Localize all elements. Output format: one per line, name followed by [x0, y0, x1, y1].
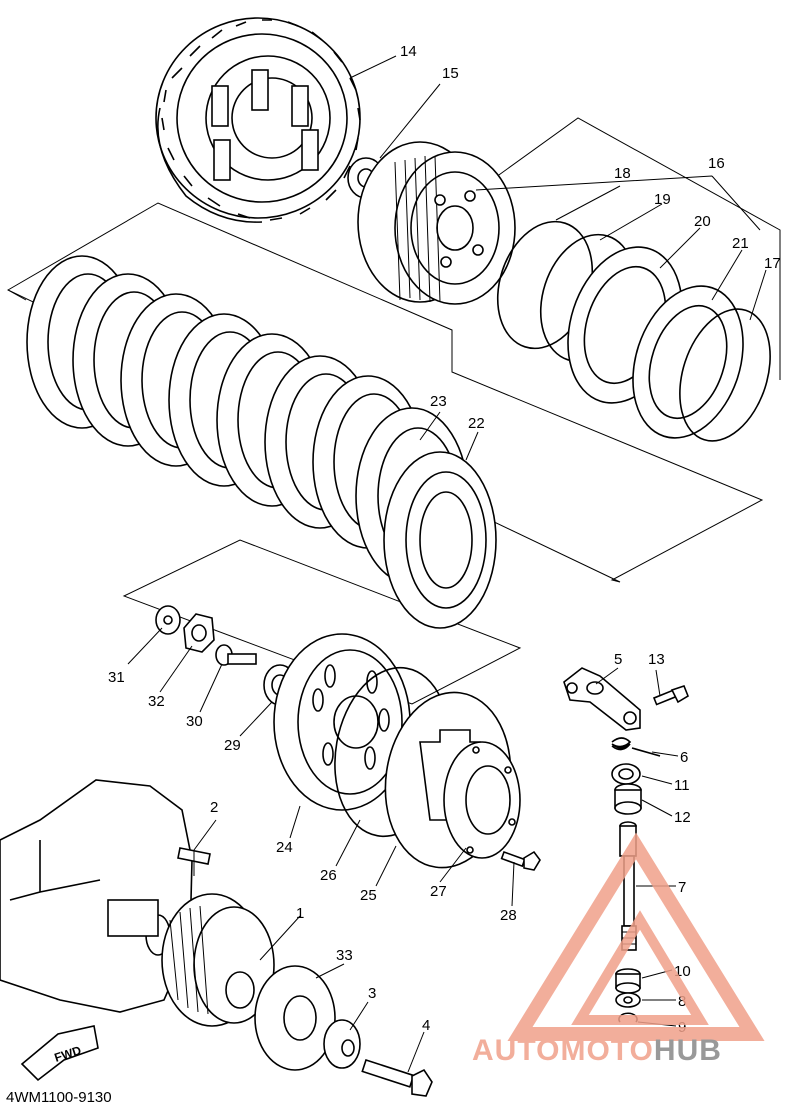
callout-18: 18 [614, 165, 631, 182]
callout-27: 27 [430, 883, 447, 900]
bearing-12 [614, 783, 642, 815]
callout-1: 1 [296, 905, 304, 922]
watermark-auto: AUTO [472, 1034, 560, 1067]
fwd-arrow-icon: FWD [20, 1025, 99, 1082]
callout-30: 30 [186, 713, 203, 730]
callout-17: 17 [764, 255, 781, 272]
spring-seat-27 [443, 741, 521, 859]
callout-15: 15 [442, 65, 459, 82]
plate-22 [383, 451, 497, 629]
callout-28: 28 [500, 907, 517, 924]
clutch-plate-21 [632, 285, 744, 439]
watermark: AUTOMOTOHUB [472, 832, 765, 1067]
watermark-hub: HUB [654, 1034, 722, 1067]
push-rod-30 [215, 644, 257, 666]
callout-8: 8 [678, 993, 686, 1010]
watermark-text: AUTOMOTOHUB [472, 1034, 722, 1067]
callout-6: 6 [680, 749, 688, 766]
callout-19: 19 [654, 191, 671, 208]
plate-pack-frame-left [7, 289, 27, 301]
washer-3 [323, 1019, 361, 1069]
collar-10 [615, 968, 641, 994]
crankcase [0, 779, 193, 1013]
primary-drive-gear-1 [161, 893, 275, 1027]
callout-3: 3 [368, 985, 376, 1002]
callout-2: 2 [210, 799, 218, 816]
callout-24: 24 [276, 839, 293, 856]
plate-washer-33 [254, 965, 336, 1071]
callout-7: 7 [678, 879, 686, 896]
callout-33: 33 [336, 947, 353, 964]
bolt-28 [500, 850, 541, 871]
plate-pack-frame [6, 202, 764, 583]
diagram-code: 4WM1100-9130 [6, 1089, 112, 1106]
callout-12: 12 [674, 809, 691, 826]
callout-31: 31 [108, 669, 125, 686]
watermark-moto: MOTO [560, 1034, 653, 1067]
spring-set-frame [477, 117, 781, 380]
washer-8 [615, 992, 641, 1008]
clutch-housing [155, 17, 361, 223]
lock-washer-31 [155, 605, 181, 635]
screw-13 [652, 685, 689, 706]
callout-21: 21 [732, 235, 749, 252]
watermark-logo-icon [507, 832, 765, 1041]
callout-25: 25 [360, 887, 377, 904]
nut-32 [183, 613, 215, 653]
callout-14: 14 [400, 43, 417, 60]
callout-23: 23 [430, 393, 447, 410]
spring-ring-17 [679, 308, 771, 442]
spring-6 [611, 737, 661, 757]
callout-26: 26 [320, 867, 337, 884]
bolt-4 [361, 1058, 433, 1097]
callout-29: 29 [224, 737, 241, 754]
callout-16: 16 [708, 155, 725, 172]
clutch-boss [357, 141, 516, 305]
push-lever-5 [563, 667, 641, 731]
callouts: 14 15 18 16 19 20 21 17 23 22 31 32 30 2… [108, 43, 781, 1036]
callout-13: 13 [648, 651, 665, 668]
callout-20: 20 [694, 213, 711, 230]
callout-5: 5 [614, 651, 622, 668]
plate-stack [26, 255, 497, 629]
oil-seal-11 [611, 763, 641, 785]
callout-4: 4 [422, 1017, 430, 1034]
callout-32: 32 [148, 693, 165, 710]
callout-11: 11 [674, 777, 690, 794]
callout-22: 22 [468, 415, 485, 432]
